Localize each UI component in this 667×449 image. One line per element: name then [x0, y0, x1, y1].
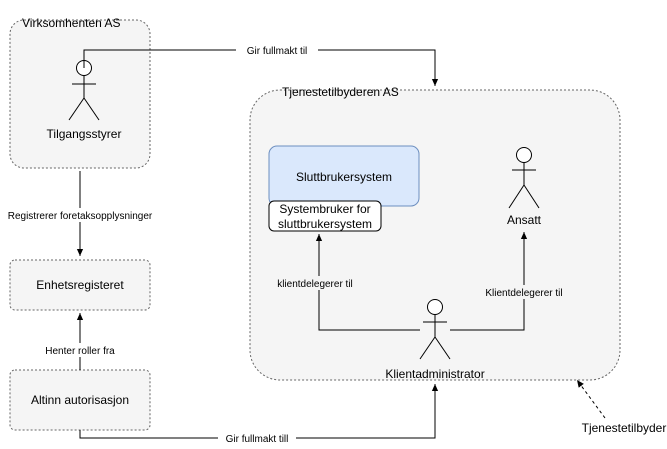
edge-klientdelegerer-left-label-bg — [266, 276, 364, 290]
edge-registrerer-label-bg — [1, 208, 160, 222]
edge-klientdelegerer-right-label-bg — [476, 285, 572, 299]
enhetsregisteret-label: Enhetsregisteret — [36, 278, 124, 292]
annotation-tjenestetilbyder: Tjenestetilbyder — [582, 421, 667, 435]
edge-gir-fullmakt-bottom-label: Gir fullmakt till — [226, 434, 289, 445]
virksomhet-label: Virksomhenten AS — [22, 16, 121, 30]
ansatt-actor-icon — [508, 147, 540, 209]
edge-klientdelegerer-left — [315, 234, 420, 331]
systembruker-box — [268, 200, 382, 232]
systembruker-label-line1: Systembruker for — [279, 202, 370, 216]
altinn-label: Altinn autorisasjon — [31, 393, 129, 407]
ansatt-label: Ansatt — [507, 213, 542, 227]
tjenestetilbyder-label: Tjenestetilbyderen AS — [282, 85, 399, 99]
edge-klientdelegerer-right-label: Klientdelegerer til — [485, 288, 562, 299]
edge-registrerer-label: Registrerer foretaksopplysninger — [8, 211, 153, 222]
enhetsregisteret-box — [9, 259, 151, 311]
edge-gir-fullmakt-top-label-bg — [236, 43, 318, 57]
edge-henter-roller-label-bg — [38, 343, 122, 357]
sluttbrukersystem-label: Sluttbrukersystem — [296, 170, 392, 184]
edge-klientdelegerer-left-label: klientdelegerer til — [277, 279, 353, 290]
virksomhet-container — [9, 19, 151, 169]
systembruker-label-line2: sluttbrukersystem — [278, 217, 372, 231]
klientadministrator-actor-icon — [419, 299, 451, 360]
edge-gir-fullmakt-bottom-label-bg — [218, 431, 296, 445]
edge-klientdelegerer-right — [450, 232, 528, 331]
klientadministrator-label: Klientadministrator — [385, 367, 484, 381]
edge-henter-roller-label: Henter roller fra — [45, 346, 115, 357]
annotation-pointer — [576, 379, 606, 419]
edge-gir-fullmakt-top-label: Gir fullmakt til — [247, 46, 308, 57]
tilgangsstyrer-label: Tilgangsstyrer — [47, 127, 122, 141]
